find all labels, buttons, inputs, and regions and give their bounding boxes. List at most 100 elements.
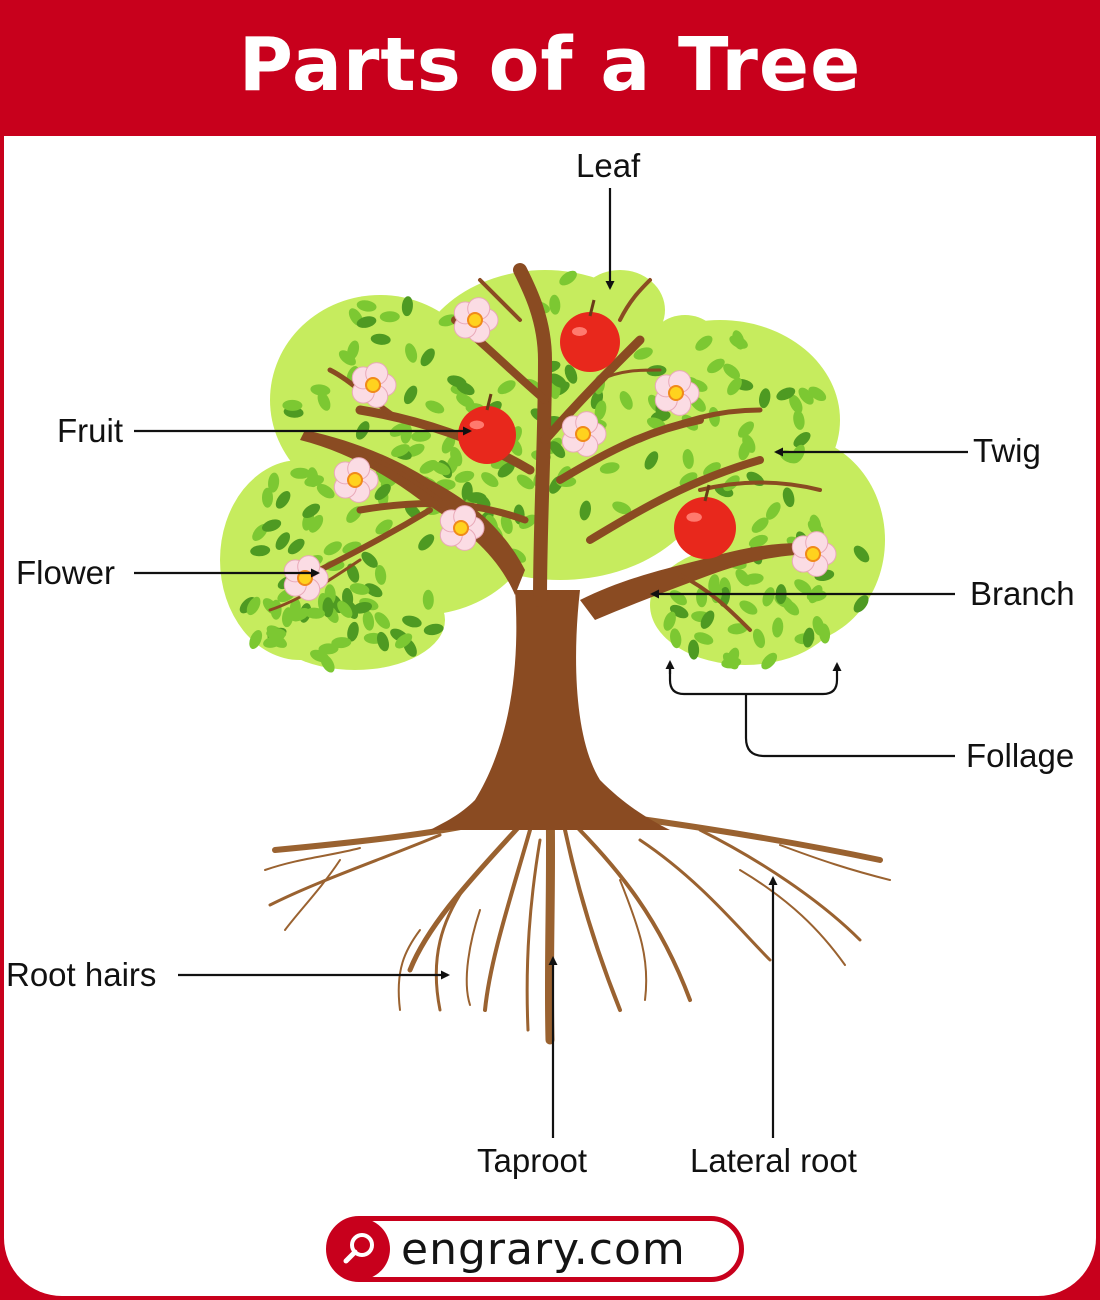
leaf [456,381,475,396]
leaf [454,470,475,483]
leaf [402,615,422,628]
flowers [283,297,837,601]
label-twig: Twig [973,432,1041,469]
leaf [696,587,708,608]
leaf [411,430,432,442]
leaf [612,501,632,515]
leaf [310,384,331,396]
leaf [305,607,325,619]
leaf [853,595,869,613]
brand-text: engrary.com [401,1224,686,1275]
label-lateral-root: Lateral root [690,1142,857,1179]
leaf [549,294,561,315]
leaf [347,621,359,642]
flower [333,457,379,503]
leaf [405,343,418,363]
leaf [853,545,870,563]
leaf [337,600,353,618]
leaf [782,599,800,616]
leaf [782,487,795,508]
leaf [633,347,653,360]
leaf [559,270,577,286]
leaf [401,296,413,317]
leaf [361,551,378,568]
leaf [418,534,435,551]
leaf [694,632,714,645]
leaf [688,639,700,660]
leaf [262,519,282,532]
search-icon [328,1218,390,1280]
leaf [302,503,321,519]
leaf [762,587,775,607]
leaf [663,611,676,631]
leaf [700,610,715,629]
leaf [275,532,291,550]
leaf [727,623,748,635]
header-banner: Parts of a Tree [0,0,1100,136]
leaf [364,583,383,598]
label-leaf: Leaf [576,147,641,184]
leaf [268,472,280,493]
foliage-leader [744,694,955,758]
leaf [548,373,567,388]
leaf [748,534,768,548]
leaf [246,596,261,616]
label-leaders [134,188,968,1138]
leaf [374,483,391,501]
leaf [707,358,725,374]
leaf [818,623,831,644]
leaf [644,451,659,470]
leaf [793,410,805,430]
leaf [808,386,827,402]
leaf [779,450,799,464]
label-flower: Flower [16,554,116,591]
leaf [374,564,387,585]
flower [791,531,837,577]
leaf [310,649,330,663]
leaf [466,492,487,504]
tree-branches [268,263,822,632]
leaf [287,538,305,555]
leaf [376,631,390,652]
leaf [338,350,356,366]
leaf [262,487,273,508]
fruit [458,393,516,464]
leaf [732,330,745,350]
leaf [798,387,814,405]
leaf [370,333,391,345]
leaf [549,441,566,459]
leaf [250,545,271,557]
leaf [594,400,607,421]
leaf [766,502,781,520]
brand-pill[interactable]: engrary.com [326,1216,744,1282]
leaf [679,472,698,487]
fruit [674,484,736,559]
leaf [331,637,352,649]
leaf [362,610,375,631]
leaf [375,519,393,535]
flower [654,370,700,416]
leaf [266,628,287,640]
leaf [282,399,303,411]
leaf [772,617,784,638]
leaf [579,500,591,521]
leaf [703,462,721,477]
leaf [395,633,413,649]
leaf [752,628,766,649]
leaf [516,474,535,490]
leaf [275,491,291,509]
leaf [776,387,796,401]
leaf [751,517,769,533]
leaf [282,607,294,628]
page-title: Parts of a Tree [238,22,862,108]
leaf [794,579,812,595]
tree-roots [264,795,891,1045]
leaf [450,446,463,467]
leaf [743,573,764,585]
leaf [316,483,335,499]
fruits [458,299,736,559]
leaf [500,514,513,534]
leaf [422,589,434,610]
leaf [379,311,400,323]
